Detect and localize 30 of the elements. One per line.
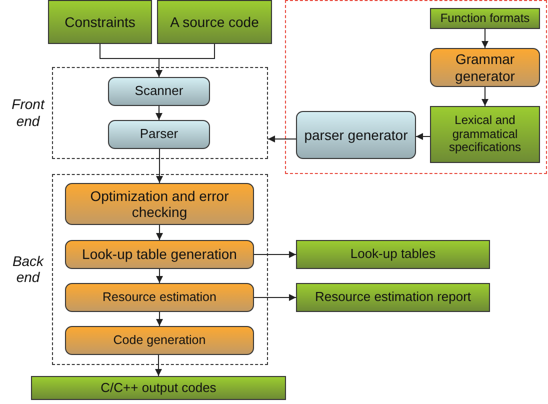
data-box: Resource estimation report: [296, 283, 490, 312]
arrow: [156, 148, 163, 184]
arrow: [156, 312, 163, 326]
arrow: [268, 136, 296, 142]
arrow: [482, 86, 488, 106]
data-box: Constraints: [48, 0, 152, 44]
process-box: Look-up table generation: [65, 240, 254, 269]
process-box: Code generation: [65, 326, 254, 355]
data-box: Lexical and grammatical specifications: [430, 106, 540, 163]
data-box: Function formats: [430, 8, 540, 29]
data-box: Look-up tables: [296, 240, 490, 269]
arrow: [156, 268, 163, 284]
group-label: Back end: [11, 252, 45, 286]
arrow: [156, 224, 163, 240]
process-box: Optimization and error checking: [65, 183, 254, 225]
data-box: C/C++ output codes: [31, 376, 286, 400]
arrow: [254, 294, 296, 301]
arrow: [482, 28, 488, 48]
group-label: Front end: [10, 96, 46, 130]
arrow: [416, 133, 430, 140]
process-box: Resource estimation: [65, 283, 254, 312]
arrow: [156, 106, 162, 120]
process-box: Grammar generator: [430, 48, 540, 87]
arrow: [254, 251, 296, 258]
module-box: Parser: [108, 120, 210, 149]
data-box: A source code: [157, 0, 272, 44]
module-box: Scanner: [108, 77, 210, 106]
arrow: [155, 354, 162, 376]
module-box: parser generator: [296, 111, 416, 159]
arrow: [156, 44, 215, 78]
